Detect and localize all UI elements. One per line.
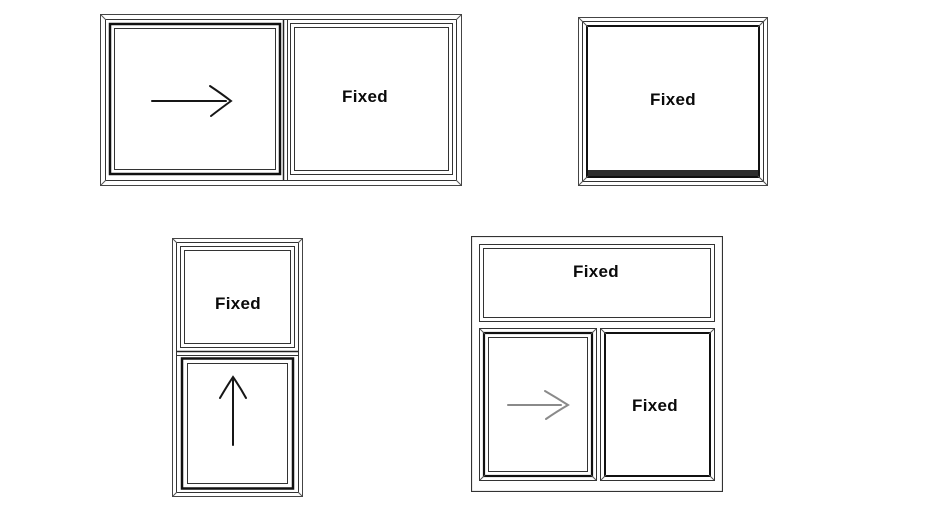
arrow-up-icon	[219, 375, 247, 446]
panel-label-fixed: Fixed	[650, 90, 696, 109]
panel-label-fixed: Fixed	[342, 87, 388, 106]
horizontal-sliding-window-drawing	[100, 14, 462, 186]
panel-label-fixed: Fixed	[632, 396, 678, 415]
vertical-sliding-window-drawing	[172, 238, 303, 497]
panel-label-fixed: Fixed	[215, 294, 261, 313]
panel-label-fixed: Fixed	[573, 262, 619, 281]
transom-combination-window-drawing	[471, 236, 723, 492]
figure-fixed-window	[578, 17, 768, 186]
figure-horizontal-sliding-window	[100, 14, 462, 186]
figure-vertical-sliding-window	[172, 238, 303, 497]
arrow-right-icon	[151, 85, 233, 117]
fixed-window-drawing	[578, 17, 768, 186]
figure-transom-combination-window	[471, 236, 723, 492]
arrow-right-icon	[507, 390, 570, 420]
